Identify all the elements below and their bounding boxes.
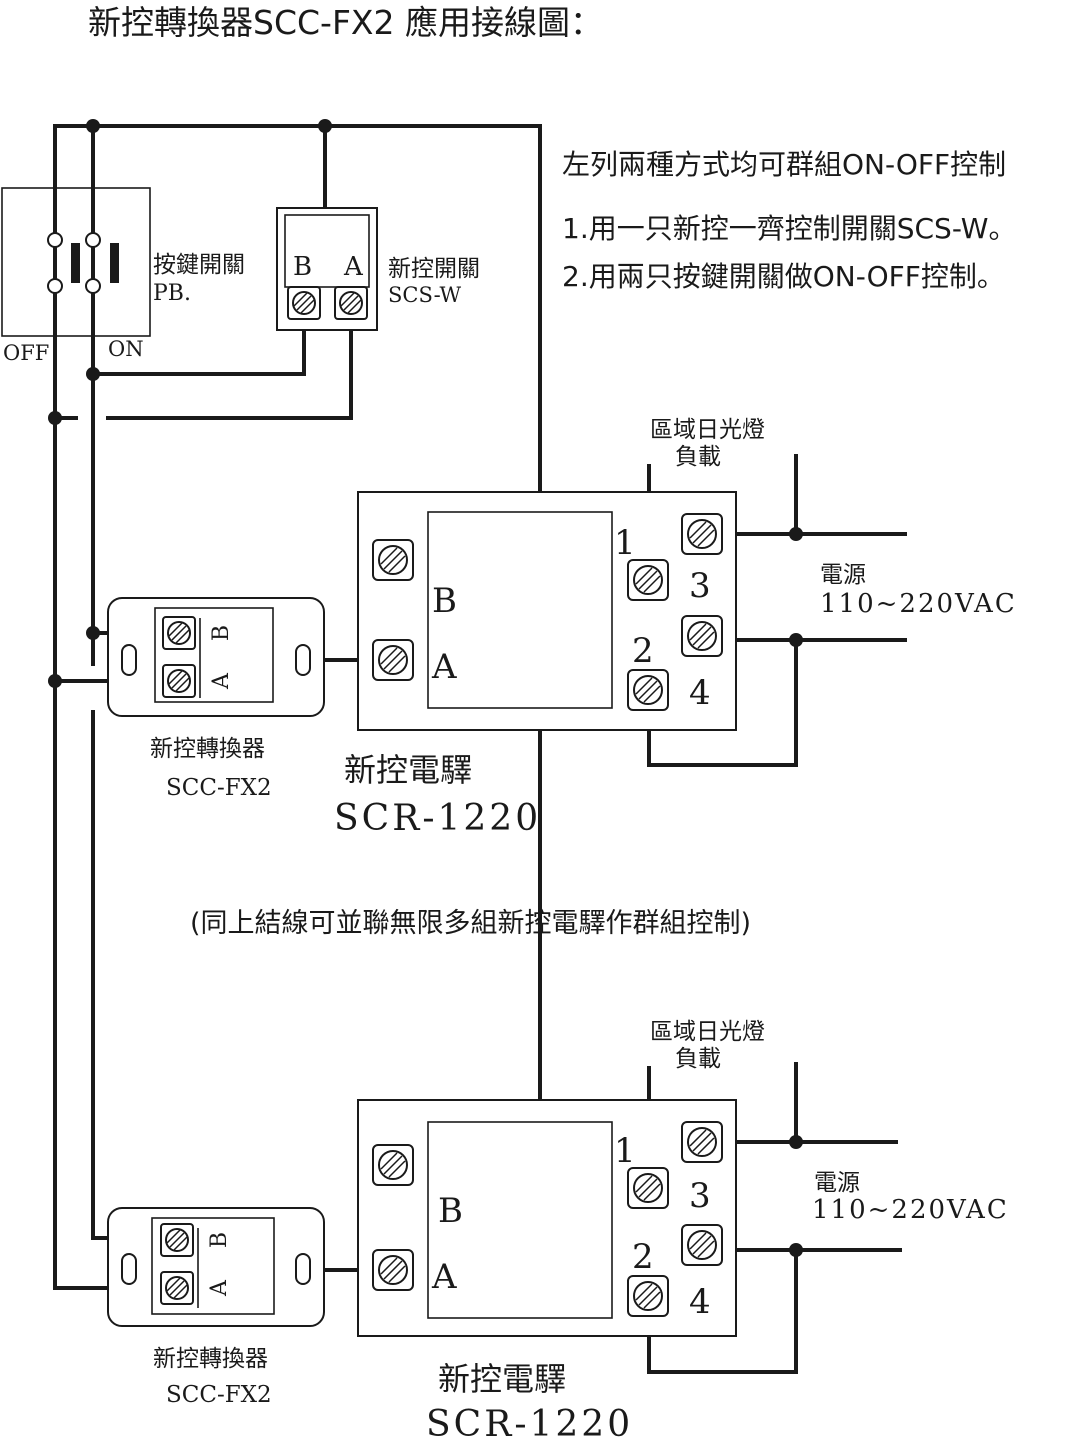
scs-term-b-label: B	[293, 252, 312, 282]
top-relay-terminal-4	[681, 615, 723, 657]
notes-item-1: 1.用一只新控一齊控制開關SCS-W。	[562, 212, 1016, 245]
scs-term-a-label: A	[343, 252, 364, 282]
bottom-power-label-line2: 110~220VAC	[812, 1195, 1009, 1225]
top-relay-t3-label: 3	[689, 566, 711, 606]
bottom-relay-t4-label: 4	[689, 1282, 711, 1322]
bottom-relay-terminal-2	[627, 1275, 669, 1317]
top-relay-terminal-a	[372, 639, 414, 681]
notes-heading: 左列兩種方式均可群組ON-OFF控制	[562, 148, 1006, 181]
scs-model: SCS-W	[388, 283, 462, 307]
bottom-relay-terminal-1	[627, 1167, 669, 1209]
pushbutton-model: PB.	[153, 281, 191, 306]
top-converter: B A 新控轉換器 SCC-FX2	[107, 597, 325, 801]
scs-terminal-a	[334, 286, 368, 320]
bottom-converter-model: SCC-FX2	[166, 1382, 272, 1408]
pushbutton-switch: 按鍵開關 PB. OFF ON	[1, 187, 245, 365]
top-relay-terminal-b	[372, 539, 414, 581]
bottom-converter-name: 新控轉換器	[153, 1346, 268, 1372]
top-relay-model: SCR-1220	[334, 798, 541, 839]
bottom-converter: B A 新控轉換器 SCC-FX2	[107, 1207, 325, 1408]
top-converter-term-b-label: B	[209, 625, 234, 641]
bottom-relay-term-b-label: B	[438, 1191, 463, 1231]
bottom-relay-terminal-4	[681, 1224, 723, 1266]
bottom-relay-t1-label: 1	[614, 1131, 636, 1171]
top-relay-t1-label: 1	[614, 523, 636, 563]
top-load-label-line2: 負載	[675, 444, 721, 470]
bottom-relay-terminal-a	[372, 1249, 414, 1291]
bottom-converter-term-b-label: B	[207, 1232, 232, 1248]
pushbutton-on-label: ON	[108, 337, 144, 361]
top-relay-terminal-1	[627, 559, 669, 601]
notes-item-2: 2.用兩只按鍵開關做ON-OFF控制。	[562, 260, 1005, 293]
bottom-load-label-line2: 負載	[675, 1046, 721, 1072]
top-relay-name: 新控電驛	[344, 751, 472, 789]
top-relay-terminal-3	[681, 513, 723, 555]
bottom-relay-t2-label: 2	[632, 1237, 654, 1277]
bottom-converter-term-a-label: A	[207, 1279, 232, 1297]
top-converter-terminal-a	[162, 664, 196, 698]
bottom-power-label-line1: 電源	[814, 1170, 860, 1196]
bottom-relay-name: 新控電驛	[438, 1360, 566, 1398]
bottom-relay-term-a-label: A	[431, 1257, 457, 1297]
top-converter-terminal-b	[162, 616, 196, 650]
middle-note: (同上結線可並聯無限多組新控電驛作群組控制)	[190, 908, 751, 939]
bottom-converter-terminal-b	[160, 1223, 194, 1257]
scs-w-switch: B A 新控開關 SCS-W	[276, 207, 480, 331]
pushbutton-name: 按鍵開關	[153, 252, 245, 278]
bottom-relay-terminal-3	[681, 1121, 723, 1163]
top-relay: B A 1 2 3 4 新控電驛 SCR-1220	[334, 491, 737, 839]
scs-name: 新控開關	[388, 256, 480, 282]
bottom-relay: B A 1 2 3 4 新控電驛 SCR-1220	[357, 1099, 737, 1440]
top-relay-terminal-2	[627, 669, 669, 711]
top-relay-t4-label: 4	[689, 673, 711, 713]
scs-terminal-b	[287, 286, 321, 320]
bottom-load-label-line1: 區域日光燈	[650, 1019, 765, 1045]
bottom-relay-t3-label: 3	[689, 1176, 711, 1216]
top-relay-term-a-label: A	[431, 647, 457, 687]
bottom-relay-model: SCR-1220	[426, 1404, 633, 1440]
top-power-label-line2: 110~220VAC	[820, 589, 1017, 619]
top-power-label-line1: 電源	[820, 562, 866, 588]
top-converter-model: SCC-FX2	[166, 775, 272, 801]
pushbutton-off-label: OFF	[3, 341, 49, 365]
top-converter-term-a-label: A	[209, 672, 234, 690]
diagram-title: 新控轉換器SCC-FX2 應用接線圖：	[88, 3, 603, 42]
bottom-relay-terminal-b	[372, 1144, 414, 1186]
top-relay-term-b-label: B	[432, 581, 457, 621]
bottom-converter-terminal-a	[160, 1271, 194, 1305]
top-load-label-line1: 區域日光燈	[650, 417, 765, 443]
top-relay-t2-label: 2	[632, 631, 654, 671]
top-converter-name: 新控轉換器	[150, 736, 265, 762]
